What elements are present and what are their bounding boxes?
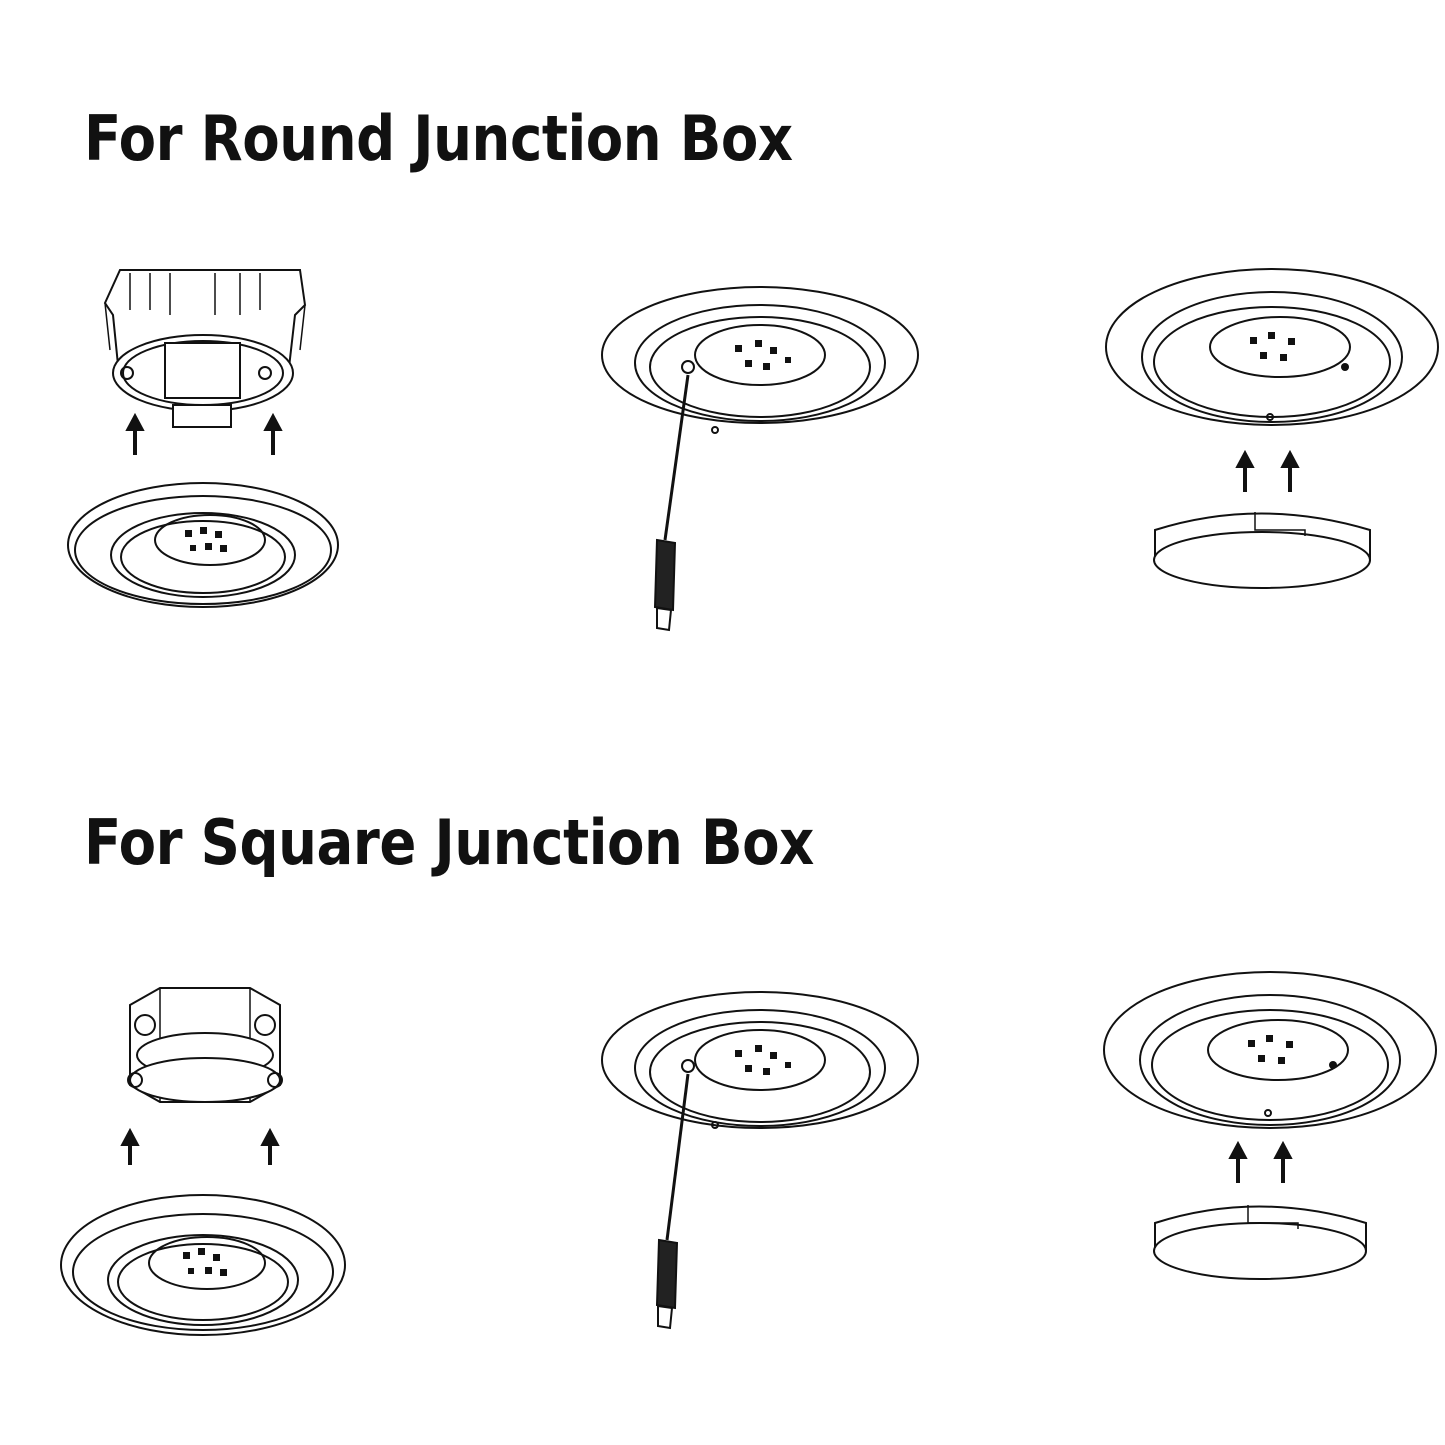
up-arrow-icon [1230, 1143, 1246, 1183]
screwdriver-handle-icon [657, 1240, 677, 1308]
up-arrow-icon [262, 1130, 278, 1165]
up-arrow-icon [127, 415, 143, 455]
step-square-screw-plate [595, 990, 935, 1345]
screwdriver-plate-illustration [595, 990, 935, 1345]
cover-attach-illustration [1098, 965, 1443, 1305]
screwdriver-plate-illustration [595, 285, 935, 640]
square-junction-box-illustration [55, 980, 365, 1340]
up-arrow-icon [1237, 452, 1253, 492]
step-round-screw-plate [595, 285, 935, 640]
step-round-attach-cover [1100, 262, 1445, 602]
step-square-box-install [55, 980, 365, 1340]
up-arrow-icon [265, 415, 281, 455]
up-arrow-icon [122, 1130, 138, 1165]
screwdriver-handle-icon [655, 540, 675, 610]
section-title-square: For Square Junction Box [84, 806, 814, 879]
up-arrow-icon [1282, 452, 1298, 492]
step-round-box-install [55, 255, 365, 615]
cover-attach-illustration [1100, 262, 1445, 602]
step-square-attach-cover [1098, 965, 1443, 1305]
up-arrow-icon [1275, 1143, 1291, 1183]
section-title-round: For Round Junction Box [84, 102, 793, 175]
round-junction-box-illustration [55, 255, 365, 615]
